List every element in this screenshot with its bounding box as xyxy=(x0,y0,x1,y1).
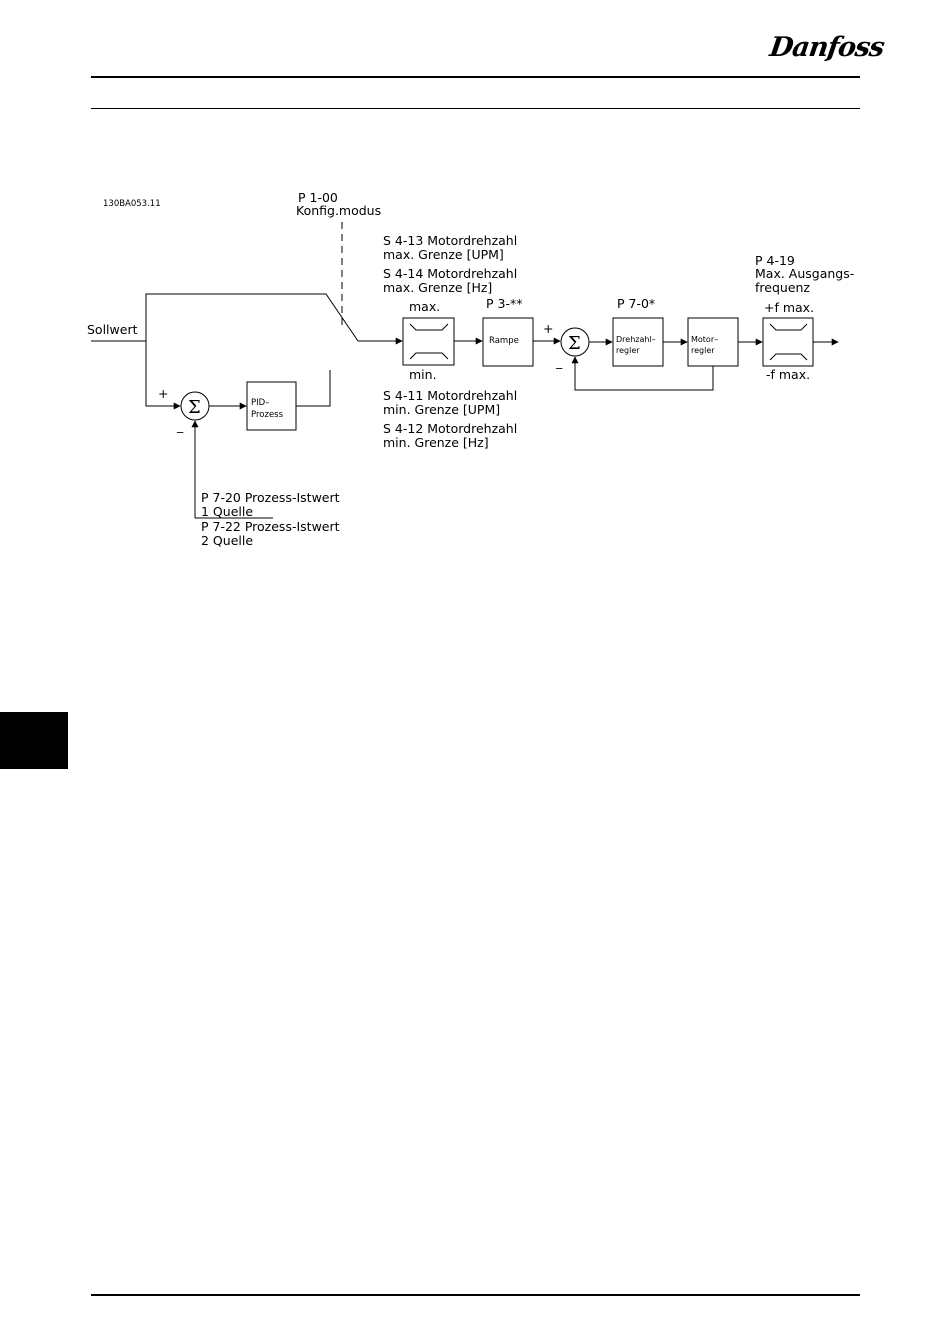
header-rule-top xyxy=(91,76,860,78)
pid-sum-plus: + xyxy=(158,386,168,401)
pid-sum-symbol: Σ xyxy=(188,397,201,418)
upper-limit-1-line2: max. Grenze [UPM] xyxy=(383,247,504,262)
pid-label-1: PID– xyxy=(251,398,269,408)
feedback-2-line1: P 7-22 Prozess-Istwert xyxy=(201,519,340,534)
speed-sum-symbol: Σ xyxy=(568,333,581,354)
bypass-path xyxy=(145,293,359,342)
speed-ctrl-label-2: regler xyxy=(616,346,640,355)
ramp-block xyxy=(482,317,534,367)
freq-max-label: +f max. xyxy=(764,300,814,315)
upper-limit-2-line1: S 4-14 Motordrehzahl xyxy=(383,266,517,281)
pid-input-path xyxy=(145,341,181,410)
motor-ctrl-label-1: Motor– xyxy=(691,335,718,344)
speed-sum-minus: _ xyxy=(555,354,563,369)
pid-label-2: Prozess xyxy=(251,410,284,420)
limiter-max-label: max. xyxy=(409,299,440,314)
header-rule-bottom xyxy=(91,108,860,109)
diagram-id: 130BA053.11 xyxy=(103,199,161,209)
freq-label-1: Max. Ausgangs- xyxy=(755,266,854,281)
upper-limit-2-line2: max. Grenze [Hz] xyxy=(383,280,492,295)
ramp-param: P 3-** xyxy=(486,296,522,311)
freq-param: P 4-19 xyxy=(755,253,795,268)
lower-limit-2-line1: S 4-12 Motordrehzahl xyxy=(383,421,517,436)
feedback-2-line2: 2 Quelle xyxy=(201,533,253,548)
upper-limit-1-line1: S 4-13 Motordrehzahl xyxy=(383,233,517,248)
pid-output-path xyxy=(296,370,331,407)
feedback-1-line1: P 7-20 Prozess-Istwert xyxy=(201,490,340,505)
speed-ctrl-label-1: Drehzahl– xyxy=(616,335,656,344)
pid-sum-minus: _ xyxy=(176,418,184,433)
config-mode-label: Konfig.modus xyxy=(296,203,381,218)
ramp-label: Rampe xyxy=(489,336,519,346)
speed-feedback-path xyxy=(571,356,714,391)
speed-sum-plus: + xyxy=(543,321,553,336)
limiter-min-label: min. xyxy=(409,367,437,382)
lower-limit-2-line2: min. Grenze [Hz] xyxy=(383,435,489,450)
feedback-1-line2: 1 Quelle xyxy=(201,504,253,519)
motor-ctrl-label-2: regler xyxy=(691,346,715,355)
lower-limit-1-line1: S 4-11 Motordrehzahl xyxy=(383,388,517,403)
freq-min-label: -f max. xyxy=(766,367,810,382)
config-mode-param: P 1-00 xyxy=(298,190,338,205)
lower-limit-1-line2: min. Grenze [UPM] xyxy=(383,402,500,417)
footer-rule xyxy=(91,1294,860,1296)
setpoint-label: Sollwert xyxy=(87,322,138,337)
chapter-tab xyxy=(0,712,68,769)
freq-label-2: frequenz xyxy=(755,280,810,295)
speed-ctrl-param: P 7-0* xyxy=(617,296,655,311)
